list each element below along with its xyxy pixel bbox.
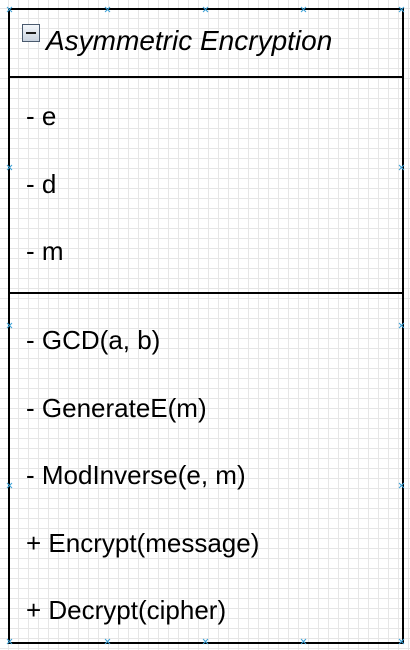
attribute-item[interactable]: - e bbox=[26, 101, 57, 131]
connection-handle-right[interactable] bbox=[398, 322, 405, 329]
attribute-item[interactable]: - m bbox=[26, 236, 64, 266]
uml-class-box[interactable]: Asymmetric Encryption - e - d - m - GCD(… bbox=[8, 8, 404, 644]
attributes-compartment[interactable]: - e - d - m bbox=[10, 78, 402, 294]
operations-compartment[interactable]: - GCD(a, b) - GenerateE(m) - ModInverse(… bbox=[10, 294, 402, 642]
class-header[interactable]: Asymmetric Encryption bbox=[10, 10, 402, 78]
connection-handle-bottom[interactable] bbox=[202, 638, 209, 645]
attribute-item[interactable]: - d bbox=[26, 169, 57, 199]
connection-handle-left[interactable] bbox=[6, 482, 13, 489]
connection-handle-right[interactable] bbox=[398, 164, 405, 171]
resize-handle-bottom-left[interactable] bbox=[6, 638, 13, 645]
operation-item[interactable]: - GenerateE(m) bbox=[26, 393, 207, 423]
connection-handle-left[interactable] bbox=[6, 322, 13, 329]
connection-handle-bottom[interactable] bbox=[300, 638, 307, 645]
connection-handle-top[interactable] bbox=[300, 6, 307, 13]
resize-handle-top-left[interactable] bbox=[6, 6, 13, 13]
operation-item[interactable]: + Encrypt(message) bbox=[26, 528, 260, 558]
connection-handle-top[interactable] bbox=[104, 6, 111, 13]
connection-handle-bottom[interactable] bbox=[104, 638, 111, 645]
resize-handle-bottom-right[interactable] bbox=[398, 638, 405, 645]
minus-icon bbox=[26, 32, 36, 34]
collapse-toggle-icon[interactable] bbox=[22, 24, 40, 42]
resize-handle-top-right[interactable] bbox=[398, 6, 405, 13]
operation-item[interactable]: - ModInverse(e, m) bbox=[26, 460, 246, 490]
connection-handle-top[interactable] bbox=[202, 6, 209, 13]
operation-item[interactable]: - GCD(a, b) bbox=[26, 325, 161, 355]
connection-handle-left[interactable] bbox=[6, 164, 13, 171]
operation-item[interactable]: + Decrypt(cipher) bbox=[26, 595, 227, 625]
connection-handle-right[interactable] bbox=[398, 482, 405, 489]
class-title[interactable]: Asymmetric Encryption bbox=[46, 25, 333, 56]
